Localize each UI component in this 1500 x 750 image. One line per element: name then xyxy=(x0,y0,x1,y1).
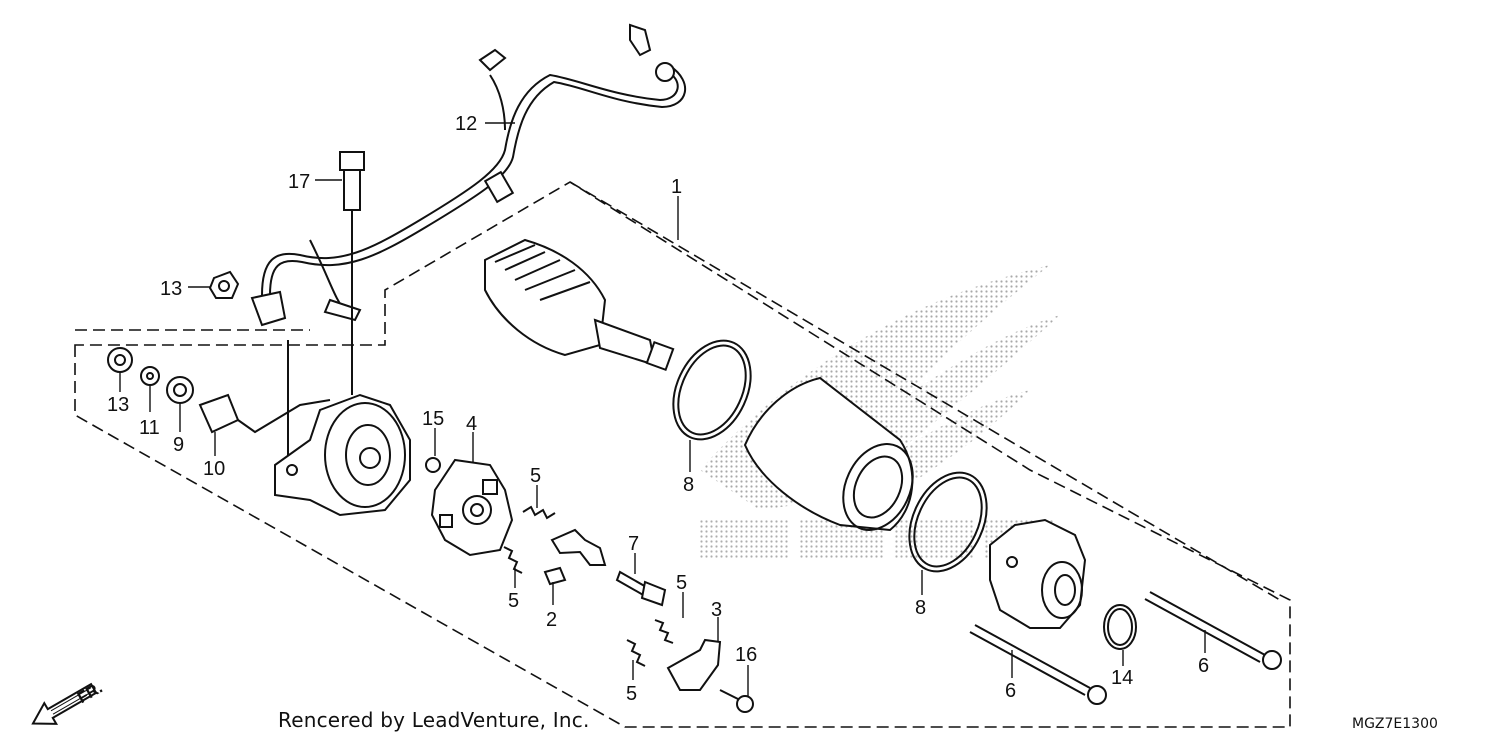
callout-5-d: 5 xyxy=(626,683,637,705)
rear-cover xyxy=(274,393,411,517)
armature xyxy=(484,238,675,372)
callout-4: 4 xyxy=(466,413,477,435)
callout-2: 2 xyxy=(546,609,557,631)
nut-15 xyxy=(425,457,441,473)
callout-3: 3 xyxy=(711,599,722,621)
callout-5-c: 5 xyxy=(676,572,687,594)
brush-terminal-2 xyxy=(543,528,607,586)
callout-5-a: 5 xyxy=(530,465,541,487)
callout-14: 14 xyxy=(1111,667,1133,689)
callout-11: 11 xyxy=(139,417,160,439)
callout-16: 16 xyxy=(735,644,757,666)
callout-1: 1 xyxy=(671,176,682,198)
through-bolt-6-lower xyxy=(969,624,1107,705)
callout-12: 12 xyxy=(455,113,477,135)
front-direction-arrow-icon xyxy=(31,682,98,725)
starter-motor-cable xyxy=(250,23,687,327)
terminal-bolt-7 xyxy=(615,570,667,607)
callout-17: 17 xyxy=(288,171,310,193)
callout-13-b: 13 xyxy=(107,394,129,416)
o-ring-14 xyxy=(1103,604,1137,650)
through-bolt-6-upper xyxy=(1144,591,1282,670)
diagram-code: MGZ7E1300 xyxy=(1352,716,1438,732)
front-cover xyxy=(989,518,1087,629)
small-parts-left xyxy=(107,347,331,434)
callout-13-a: 13 xyxy=(160,278,182,300)
terminal-plate-3 xyxy=(666,638,722,691)
credit-text: Rencered by LeadVenture, Inc. xyxy=(278,708,590,732)
callout-7: 7 xyxy=(628,533,639,555)
brush-holder-4 xyxy=(430,458,514,557)
callout-8-b: 8 xyxy=(915,597,926,619)
callout-9: 9 xyxy=(173,434,184,456)
assembly-outline xyxy=(74,181,1291,728)
callout-10: 10 xyxy=(203,458,225,480)
flange-bolt-17 xyxy=(287,151,365,470)
screw-16 xyxy=(719,689,754,713)
callout-6-b: 6 xyxy=(1198,655,1209,677)
yoke-housing xyxy=(743,376,914,532)
o-ring-8-rear xyxy=(908,471,988,573)
callout-8-a: 8 xyxy=(683,474,694,496)
callout-5-b: 5 xyxy=(508,590,519,612)
callout-15: 15 xyxy=(422,408,444,430)
callout-labels: 1 2 3 4 5 5 5 5 6 6 7 8 8 9 10 11 12 13 … xyxy=(107,113,1209,705)
callout-6-a: 6 xyxy=(1005,680,1016,702)
leader-lines xyxy=(119,122,1206,696)
nut-13-upper xyxy=(208,270,240,299)
o-ring-8-front xyxy=(672,339,752,441)
